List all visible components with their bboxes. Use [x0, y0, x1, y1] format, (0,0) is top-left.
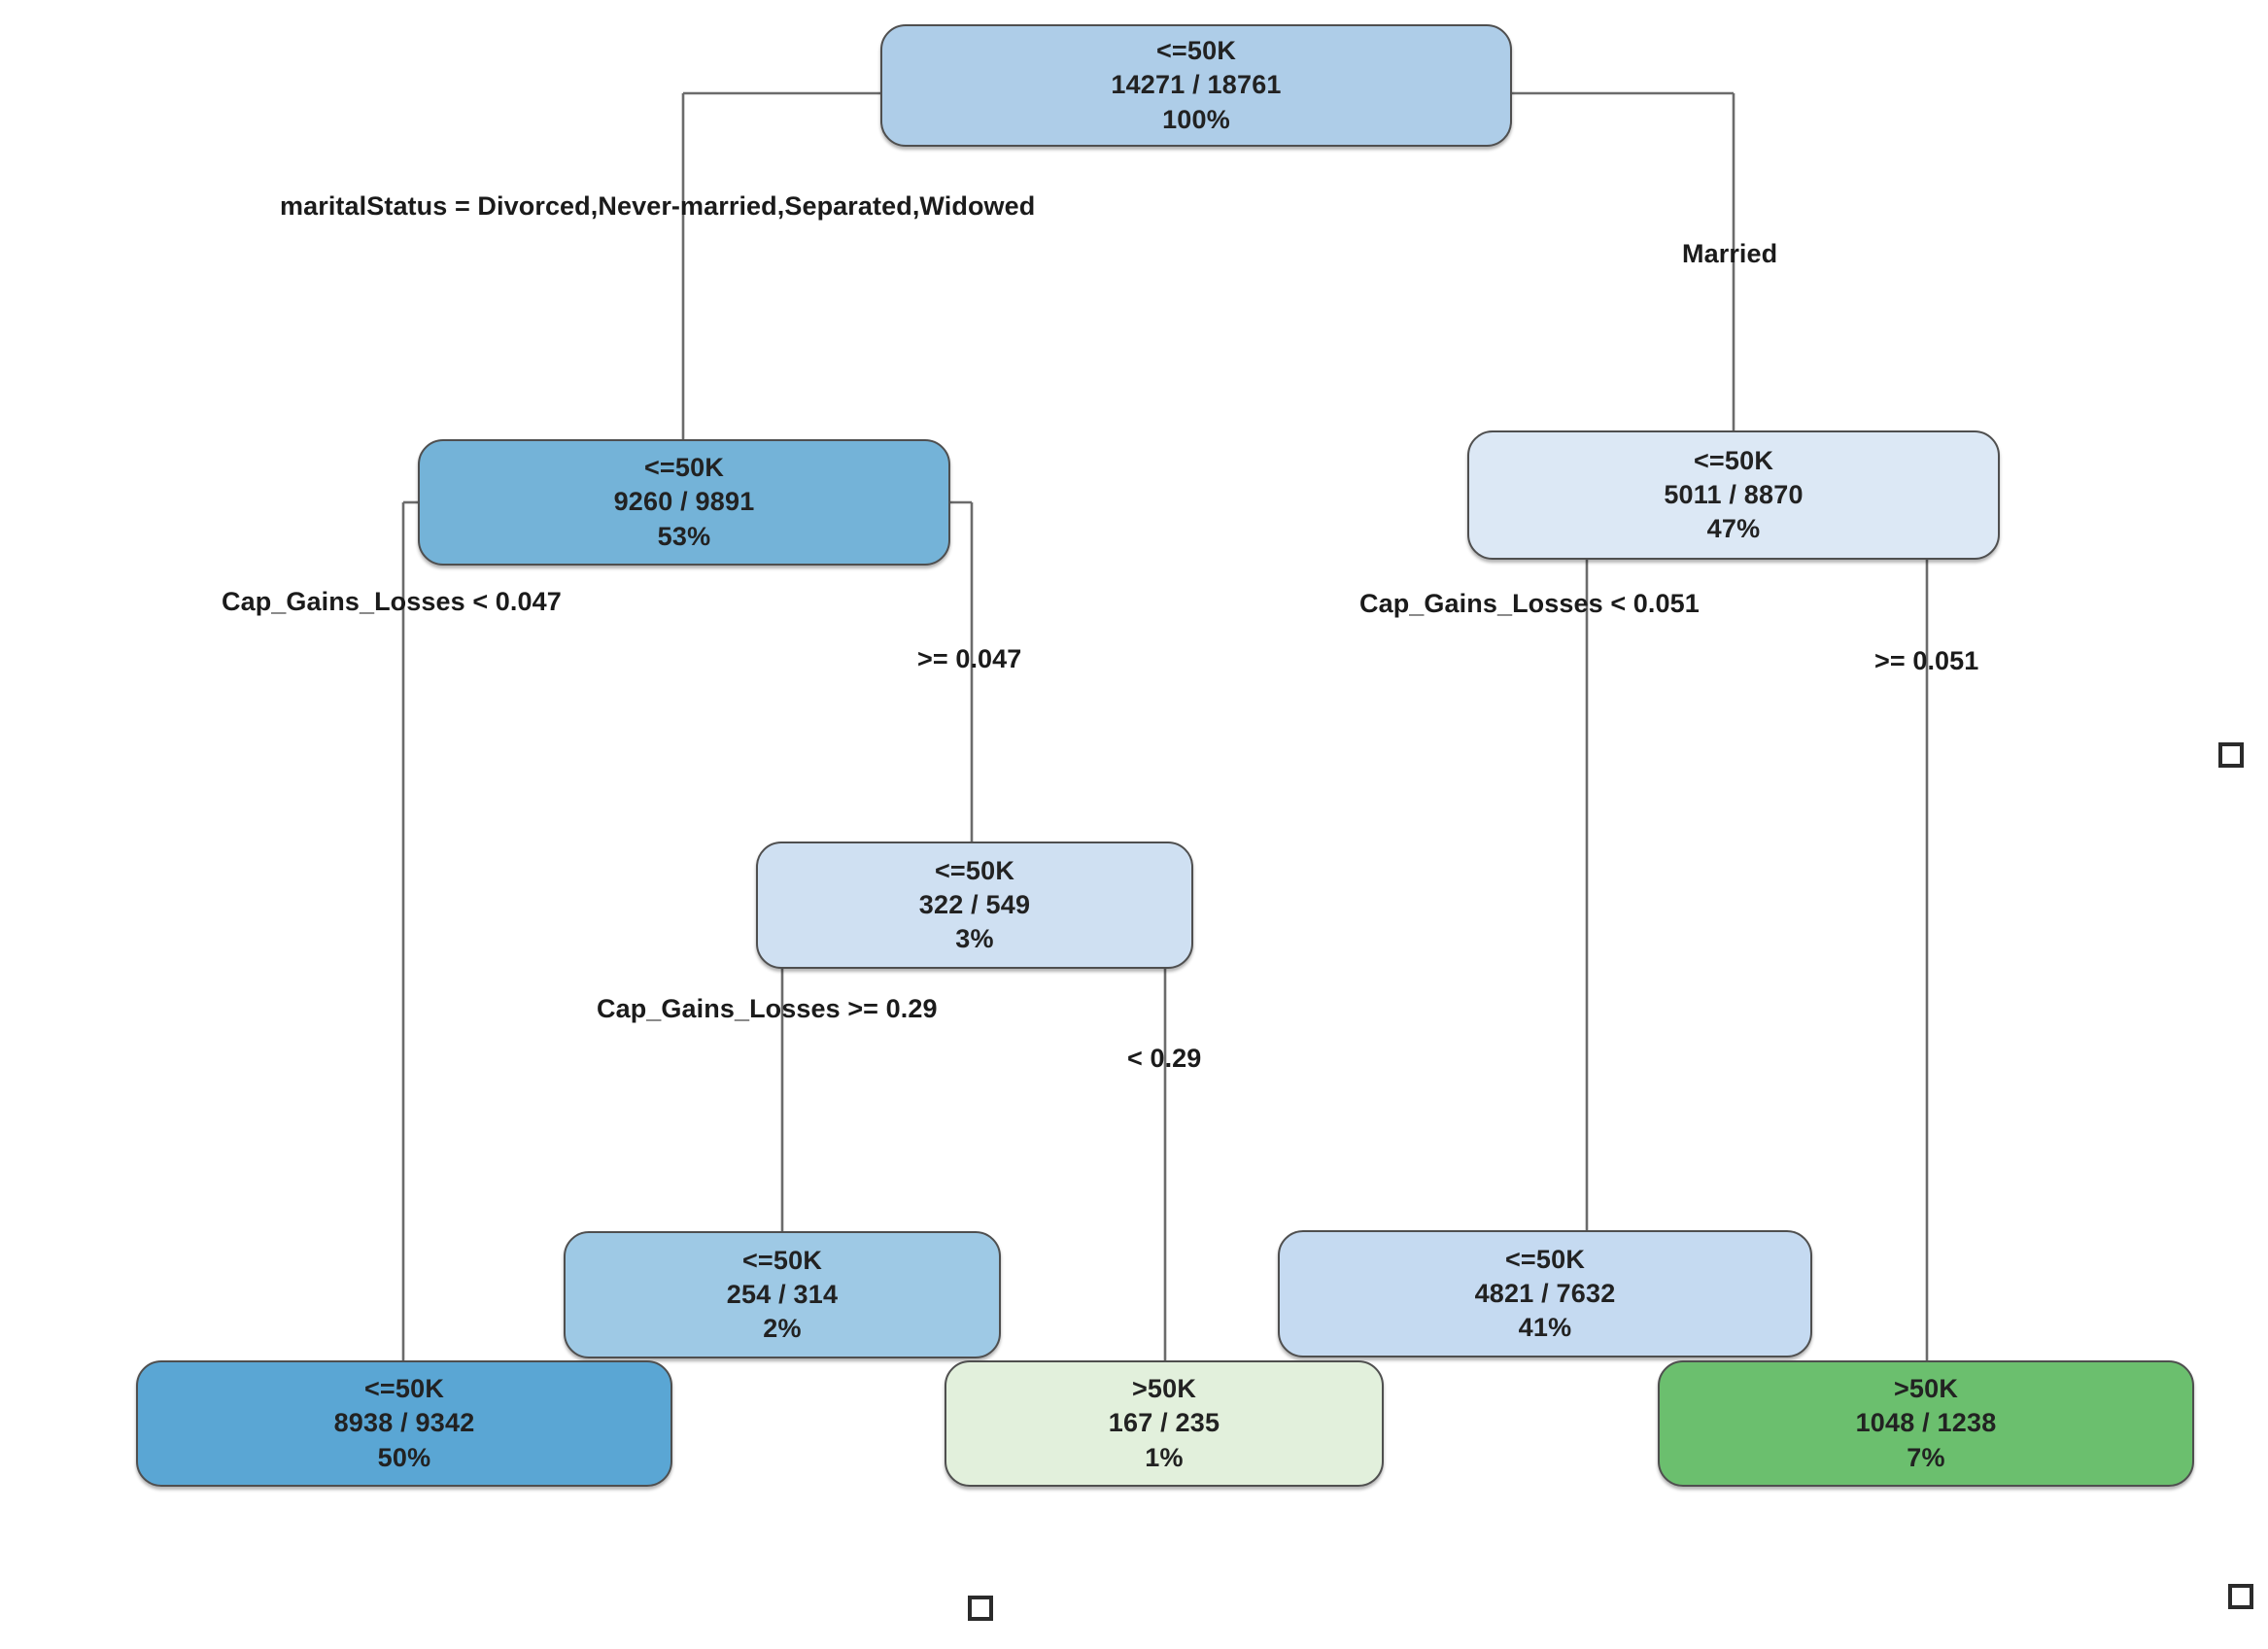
- node-counts: 322 / 549: [918, 889, 1031, 919]
- edge-label-lbl-cg-047-lt: Cap_Gains_Losses < 0.047: [222, 587, 562, 616]
- node-percent: 3%: [955, 924, 994, 954]
- node-percent: 53%: [657, 521, 711, 551]
- node-percent: 1%: [1145, 1442, 1184, 1472]
- node-percent: 47%: [1706, 514, 1761, 544]
- tree-node-n-cg-high[interactable]: <=50K 322 / 549 3%: [756, 842, 1193, 969]
- node-class-label: <=50K: [363, 1374, 445, 1404]
- tree-node-n-married-low[interactable]: <=50K 4821 / 7632 41%: [1278, 1230, 1812, 1357]
- node-class-label: <=50K: [1504, 1244, 1586, 1274]
- node-class-label: >50K: [1893, 1374, 1959, 1404]
- tree-node-leaf-1048[interactable]: >50K 1048 / 1238 7%: [1658, 1360, 2194, 1487]
- node-counts: 254 / 314: [726, 1279, 839, 1309]
- edge-label-lbl-cg-047-ge: >= 0.047: [917, 644, 1022, 673]
- node-class-label: <=50K: [1693, 445, 1774, 475]
- node-counts: 4821 / 7632: [1474, 1278, 1616, 1308]
- node-percent: 100%: [1162, 104, 1230, 134]
- tree-node-n-cg-029[interactable]: <=50K 254 / 314 2%: [564, 1231, 1001, 1358]
- node-counts: 9260 / 9891: [613, 487, 755, 517]
- node-percent: 41%: [1518, 1313, 1572, 1343]
- node-class-label: <=50K: [1155, 36, 1237, 66]
- marker-right[interactable]: [2218, 742, 2244, 768]
- node-counts: 14271 / 18761: [1111, 70, 1282, 100]
- edge-label-lbl-cg-051-ge: >= 0.051: [1874, 646, 1979, 675]
- node-counts: 1048 / 1238: [1855, 1408, 1997, 1438]
- node-class-label: <=50K: [643, 453, 725, 483]
- edge-label-lbl-marital-left: maritalStatus = Divorced,Never-married,S…: [280, 191, 1036, 221]
- tree-node-leaf-167[interactable]: >50K 167 / 235 1%: [945, 1360, 1384, 1487]
- tree-node-leaf-8938[interactable]: <=50K 8938 / 9342 50%: [136, 1360, 672, 1487]
- edge-label-lbl-cg-029-lt: < 0.29: [1127, 1044, 1202, 1073]
- node-percent: 7%: [1907, 1442, 1945, 1472]
- tree-node-n-unmarried[interactable]: <=50K 9260 / 9891 53%: [418, 439, 950, 566]
- node-counts: 8938 / 9342: [333, 1408, 475, 1438]
- edge-label-lbl-cg-051-lt: Cap_Gains_Losses < 0.051: [1359, 589, 1700, 618]
- node-counts: 5011 / 8870: [1664, 479, 1804, 509]
- edge-label-lbl-marital-right: Married: [1682, 239, 1778, 268]
- marker-bottom-center[interactable]: [968, 1596, 993, 1621]
- tree-node-n-married[interactable]: <=50K 5011 / 8870 47%: [1467, 430, 2000, 560]
- node-class-label: <=50K: [934, 855, 1015, 885]
- edge-label-lbl-cg-029-ge: Cap_Gains_Losses >= 0.29: [597, 994, 938, 1023]
- node-class-label: <=50K: [741, 1245, 823, 1275]
- node-percent: 50%: [377, 1442, 431, 1472]
- node-counts: 167 / 235: [1108, 1408, 1220, 1438]
- node-class-label: >50K: [1131, 1374, 1197, 1404]
- tree-node-root[interactable]: <=50K 14271 / 18761 100%: [880, 24, 1512, 147]
- marker-bottom-right[interactable]: [2228, 1584, 2253, 1609]
- node-percent: 2%: [763, 1314, 802, 1344]
